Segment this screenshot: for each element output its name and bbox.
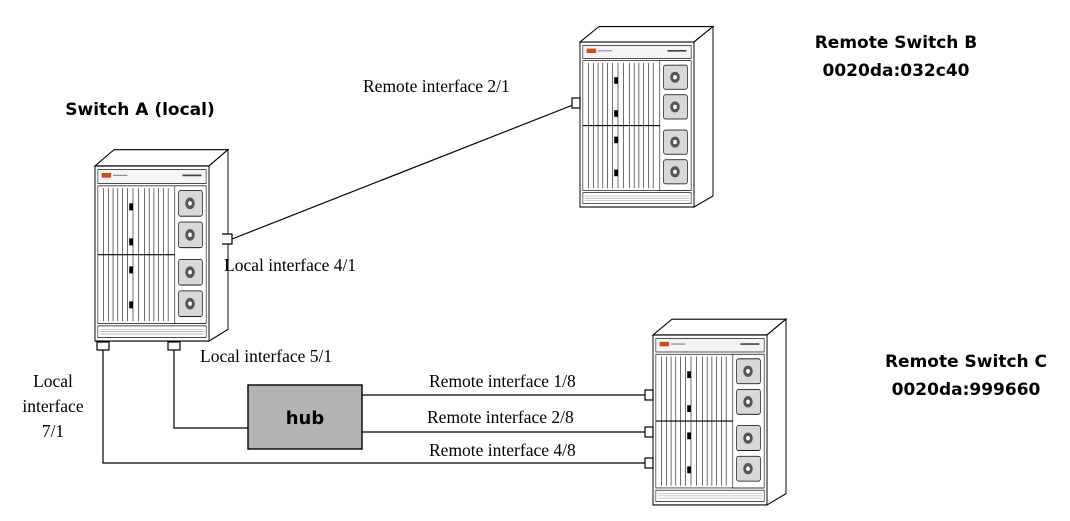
switch-a-title: Switch A (local) <box>65 100 215 120</box>
label-remote-interface-2-1: Remote interface 2/1 <box>363 76 510 96</box>
label-remote-interface-4-8: Remote interface 4/8 <box>429 440 576 460</box>
switch-a-chassis <box>94 148 229 342</box>
switch-a-port-5-1 <box>167 341 181 351</box>
hub-label: hub <box>286 408 325 429</box>
switch-b-title: Remote Switch B <box>815 33 978 53</box>
switch-b-chassis <box>579 25 714 208</box>
link-a-7-1-to-c-4-8 <box>102 350 645 464</box>
switch-a-port-4-1 <box>222 233 233 245</box>
switch-a-port-7-1 <box>96 341 110 351</box>
switch-c-title: Remote Switch C <box>885 352 1047 372</box>
switch-c-mac: 0020da:999660 <box>892 380 1041 400</box>
label-local-interface-4-1: Local interface 4/1 <box>224 255 356 275</box>
link-a-5-1-to-hub <box>173 350 248 429</box>
label-local-interface-5-1: Local interface 5/1 <box>200 346 332 366</box>
label-remote-interface-1-8: Remote interface 1/8 <box>429 371 576 391</box>
label-remote-interface-2-8: Remote interface 2/8 <box>427 407 574 427</box>
link-a-to-b <box>231 102 579 240</box>
label-local-interface-7-1-line1: Local <box>33 371 73 391</box>
switch-b-mac: 0020da:032c40 <box>823 61 970 81</box>
label-local-interface-7-1-line2: interface <box>22 396 83 416</box>
label-local-interface-7-1-line3: 7/1 <box>42 421 64 441</box>
switch-c-port-1-8 <box>644 389 654 401</box>
switch-c-port-4-8 <box>644 457 654 469</box>
switch-b-port-2-1 <box>571 97 581 109</box>
hub-box: hub <box>247 384 363 450</box>
switch-c-port-2-8 <box>644 426 654 438</box>
switch-c-chassis <box>652 318 787 506</box>
